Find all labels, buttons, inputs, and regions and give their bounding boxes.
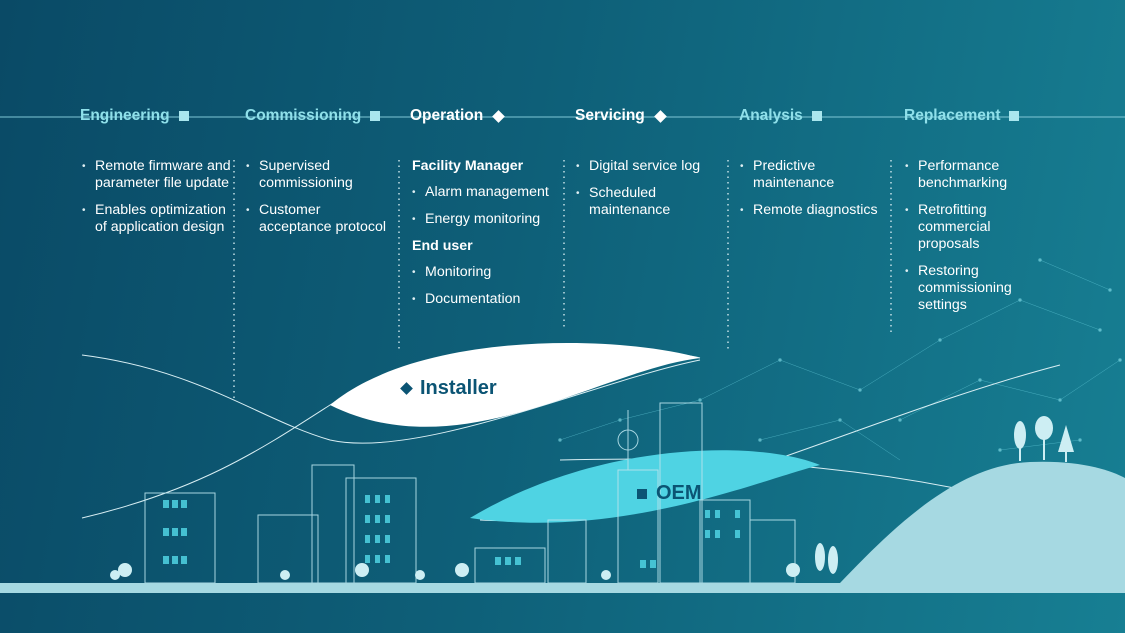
trees (110, 416, 1074, 580)
phase-label: Replacement (904, 107, 1001, 124)
list-item: Digital service log (576, 158, 726, 175)
list-item: Remote diagnostics (740, 202, 890, 219)
square-icon (178, 111, 189, 121)
list-item: Supervised commissioning (246, 158, 396, 192)
list-item: Retrofitting commercial proposals (905, 202, 1030, 253)
diamond-icon (400, 382, 413, 395)
engineering-list: Remote firmware and parameter file updat… (82, 158, 232, 246)
phase-label: Servicing (575, 107, 645, 124)
replacement-list: Performance benchmarking Retrofitting co… (905, 158, 1030, 324)
list-item: Documentation (412, 291, 562, 308)
oem-text: OEM (656, 482, 702, 504)
installer-text: Installer (420, 377, 497, 399)
square-icon (811, 111, 822, 121)
list-item: Alarm management (412, 184, 562, 201)
phase-label: Commissioning (245, 107, 362, 124)
group-title: End user (412, 238, 473, 254)
list-item: Scheduled maintenance (576, 185, 699, 219)
phase-analysis-header: Analysis (739, 106, 822, 126)
ground-strip (0, 583, 1125, 593)
installer-shape (330, 342, 700, 427)
phase-operation-header: Operation (410, 106, 506, 126)
curve-line (81, 354, 701, 444)
operation-list: Facility Manager Alarm management Energy… (412, 158, 562, 318)
list-item: Energy monitoring (412, 211, 562, 228)
square-icon (370, 111, 381, 121)
building-windows (163, 495, 740, 568)
list-item: Monitoring (412, 264, 562, 281)
list-item: Enables optimization of application desi… (82, 202, 232, 236)
list-item: Restoring commissioning settings (905, 263, 1030, 314)
phase-engineering-header: Engineering (80, 106, 189, 126)
column-separators (233, 160, 892, 400)
installer-label: Installer (400, 377, 497, 400)
diamond-icon (492, 109, 506, 123)
phase-label: Analysis (739, 107, 803, 124)
phase-label: Engineering (80, 107, 170, 124)
network-pattern (558, 258, 1122, 461)
oem-label: OEM (637, 482, 702, 505)
phase-replacement-header: Replacement (904, 106, 1020, 126)
diamond-icon (653, 109, 667, 123)
oem-shape (470, 450, 820, 523)
analysis-list: Predictive maintenance Remote diagnostic… (740, 158, 890, 229)
list-item: Performance benchmarking (905, 158, 1030, 192)
list-item: Predictive maintenance (740, 158, 863, 192)
commissioning-list: Supervised commissioning Customer accept… (246, 158, 396, 246)
phase-commissioning-header: Commissioning (245, 106, 381, 126)
phase-label: Operation (410, 107, 484, 124)
list-item: Remote firmware and parameter file updat… (82, 158, 232, 192)
servicing-list: Digital service log Scheduled maintenanc… (576, 158, 726, 229)
phase-servicing-header: Servicing (575, 106, 667, 126)
square-icon (637, 488, 647, 499)
group-title: Facility Manager (412, 158, 524, 174)
list-item: Customer acceptance protocol (246, 202, 396, 236)
square-icon (1009, 111, 1020, 121)
hill (840, 461, 1125, 583)
